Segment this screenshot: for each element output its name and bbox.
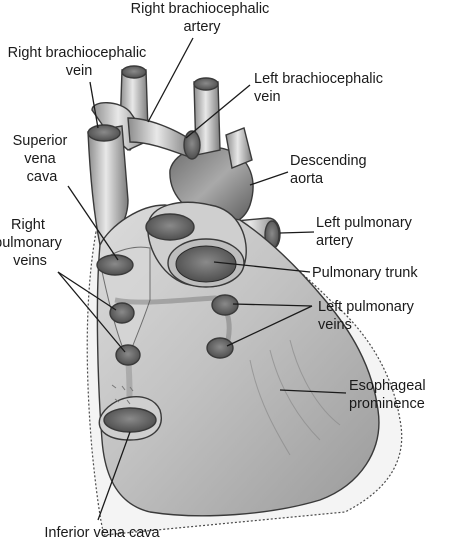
left-brachiocephalic-artery-opening xyxy=(193,77,219,91)
label-inferior-vena-cava: Inferior vena cava xyxy=(44,525,160,541)
label-left-brachiocephalic-vein: Left brachiocephalic vein xyxy=(254,71,387,105)
label-pulmonary-trunk: Pulmonary trunk xyxy=(312,265,418,281)
leader-lines xyxy=(57,37,347,521)
left-brachiocephalic-vein-shape xyxy=(127,117,193,160)
label-right-brachiocephalic-vein: Right brachiocephalic vein xyxy=(8,45,151,79)
inferior-vena-cava-opening xyxy=(103,407,157,433)
heart-body xyxy=(96,204,380,517)
label-right-brachiocephalic-artery: Right brachiocephalic artery xyxy=(131,1,274,35)
label-superior-vena-cava: Superior vena cava xyxy=(13,133,72,185)
right-brachiocephalic-artery-opening xyxy=(121,65,147,79)
superior-vena-cava-opening xyxy=(87,124,121,142)
reflection-band xyxy=(114,295,232,341)
label-left-pulmonary-artery: Left pulmonary artery xyxy=(316,215,416,249)
right-pulmonary-vein-3 xyxy=(115,344,141,366)
ivc-fat-texture xyxy=(111,384,134,405)
left-brachiocephalic-vein-opening xyxy=(183,130,201,160)
left-pulmonary-vein-1 xyxy=(211,294,239,316)
left-subclavian-shape xyxy=(225,127,253,169)
left-pulmonary-vein-2 xyxy=(206,337,234,359)
label-descending-aorta: Descending aorta xyxy=(290,153,371,187)
right-pulmonary-vein-1 xyxy=(96,254,134,276)
label-right-pulmonary-veins: Right pulmonary veins xyxy=(0,217,66,269)
right-pulmonary-vein-2 xyxy=(109,302,135,324)
label-left-pulmonary-veins: Left pulmonary veins xyxy=(318,299,418,333)
label-esophageal-prominence: Esophageal prominence xyxy=(349,378,430,412)
aortic-opening xyxy=(145,213,195,241)
